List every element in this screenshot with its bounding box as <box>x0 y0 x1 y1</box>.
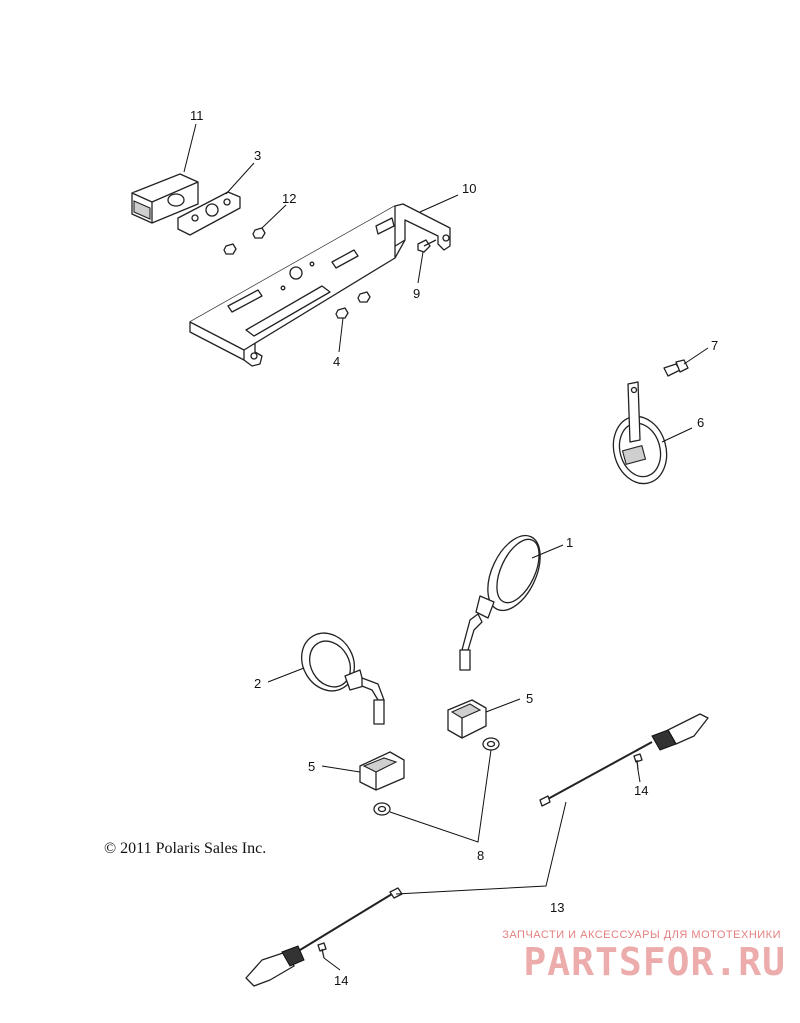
watermark-tagline: ЗАПЧАСТИ И АКСЕССУАРЫ ДЛЯ МОТОТЕХНИКИ <box>502 929 781 941</box>
part-6-horn <box>612 381 668 485</box>
part-13-turn-signal-left <box>245 887 403 987</box>
part-13-turn-signal-right <box>539 713 709 807</box>
part-8-nut <box>373 737 500 816</box>
callout-13: 13 <box>550 900 564 915</box>
part-2-mirror <box>301 632 385 725</box>
callout-11: 11 <box>190 108 204 123</box>
callout-14-lower: 14 <box>334 973 348 988</box>
part-14-screw <box>317 753 643 959</box>
part-5-switch-lower <box>359 751 405 791</box>
callout-6: 6 <box>697 415 704 430</box>
callout-8: 8 <box>477 848 484 863</box>
callout-14-upper: 14 <box>634 783 648 798</box>
callout-12: 12 <box>282 191 296 206</box>
copyright-notice: © 2011 Polaris Sales Inc. <box>104 840 267 857</box>
callout-4: 4 <box>333 354 340 369</box>
callout-10: 10 <box>462 181 476 196</box>
part-5-switch-upper <box>447 699 487 739</box>
part-7-bolt <box>663 359 689 377</box>
callout-2: 2 <box>254 676 261 691</box>
watermark-logo: PARTSFOR.RU <box>523 940 786 984</box>
callout-5-lower: 5 <box>308 759 315 774</box>
leader-lines <box>183 123 709 971</box>
callout-7: 7 <box>711 338 718 353</box>
callout-9: 9 <box>413 286 420 301</box>
callout-1: 1 <box>566 535 573 550</box>
part-3-gasket <box>177 191 241 236</box>
part-10-bracket <box>189 203 451 367</box>
part-11-lamp <box>131 173 199 224</box>
part-12-nut <box>223 227 266 255</box>
callout-3: 3 <box>254 148 261 163</box>
part-4-nut <box>335 291 371 319</box>
part-9-screw <box>417 239 437 253</box>
part-1-mirror <box>459 534 541 671</box>
callout-5-upper: 5 <box>526 691 533 706</box>
